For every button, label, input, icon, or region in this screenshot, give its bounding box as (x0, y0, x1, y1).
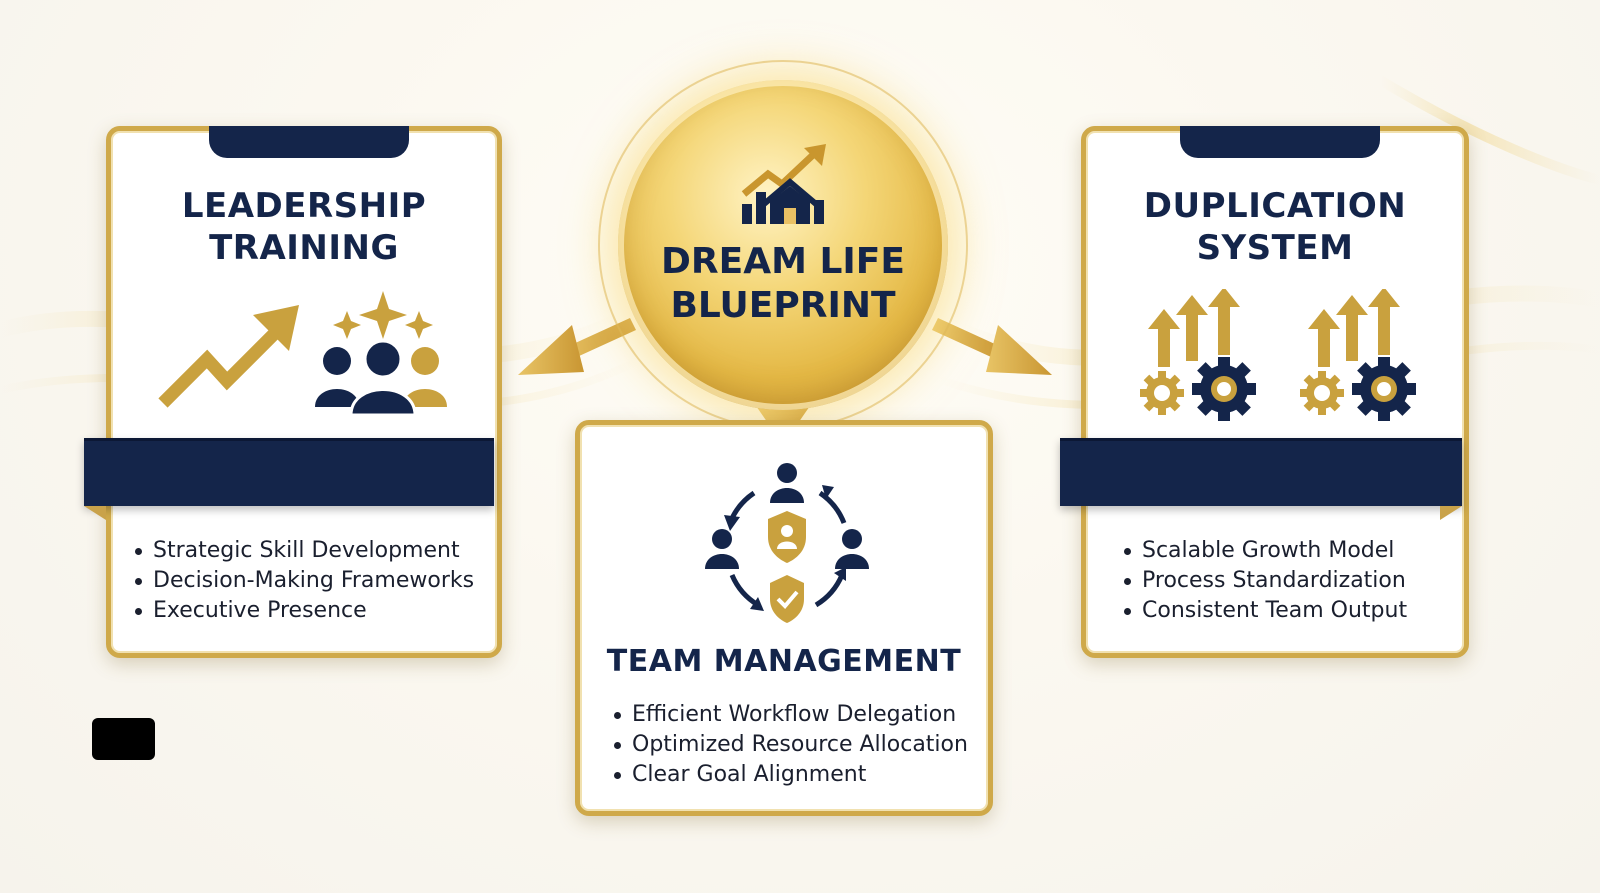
list-item: Strategic Skill Development (133, 536, 474, 566)
team-cycle-shield-icon (705, 463, 869, 623)
hub-title-line1: DREAM LIFE (661, 241, 905, 282)
dream-life-blueprint-hub (618, 80, 948, 410)
leadership-title-line2: TRAINING (209, 228, 399, 268)
leadership-training-card: LEADERSHIP TRAINING Strategic Skill Deve… (106, 126, 502, 658)
team-management-card: TEAM MANAGEMENT Efficient Workflow Deleg… (575, 420, 993, 816)
team-stars-icon (315, 291, 447, 417)
list-item: Clear Goal Alignment (612, 760, 968, 790)
duplication-title: DUPLICATION SYSTEM (1086, 185, 1464, 269)
gears-arrows-icon (1300, 289, 1416, 421)
hub-title-line2: BLUEPRINT (670, 285, 896, 326)
team-management-title: TEAM MANAGEMENT (606, 644, 962, 679)
gears-arrows-icon (1140, 289, 1256, 421)
list-item: Consistent Team Output (1122, 596, 1407, 626)
card-tab (1180, 126, 1380, 158)
leadership-title: LEADERSHIP TRAINING (111, 185, 497, 269)
card-tab (209, 126, 409, 158)
duplication-title-line2: SYSTEM (1196, 228, 1354, 268)
list-item: Scalable Growth Model (1122, 536, 1407, 566)
leadership-title-line1: LEADERSHIP (181, 186, 427, 226)
list-item: Efficient Workflow Delegation (612, 700, 968, 730)
hub-title: DREAM LIFE BLUEPRINT (618, 240, 948, 328)
rising-arrow-icon (158, 305, 299, 408)
list-item: Optimized Resource Allocation (612, 730, 968, 760)
redaction-box (92, 718, 155, 760)
duplication-title-line1: DUPLICATION (1143, 186, 1407, 226)
list-item: Executive Presence (133, 596, 474, 626)
team-bullets: Efficient Workflow Delegation Optimized … (612, 700, 968, 790)
list-item: Decision-Making Frameworks (133, 566, 474, 596)
leadership-band (84, 438, 494, 520)
list-item: Process Standardization (1122, 566, 1407, 596)
growth-chart-house-icon (741, 144, 826, 224)
duplication-band (1060, 438, 1462, 520)
duplication-system-card: DUPLICATION SYSTEM (1081, 126, 1469, 658)
arrow-to-duplication (932, 318, 1052, 375)
duplication-bullets: Scalable Growth Model Process Standardiz… (1122, 536, 1407, 626)
leadership-bullets: Strategic Skill Development Decision-Mak… (133, 536, 474, 626)
